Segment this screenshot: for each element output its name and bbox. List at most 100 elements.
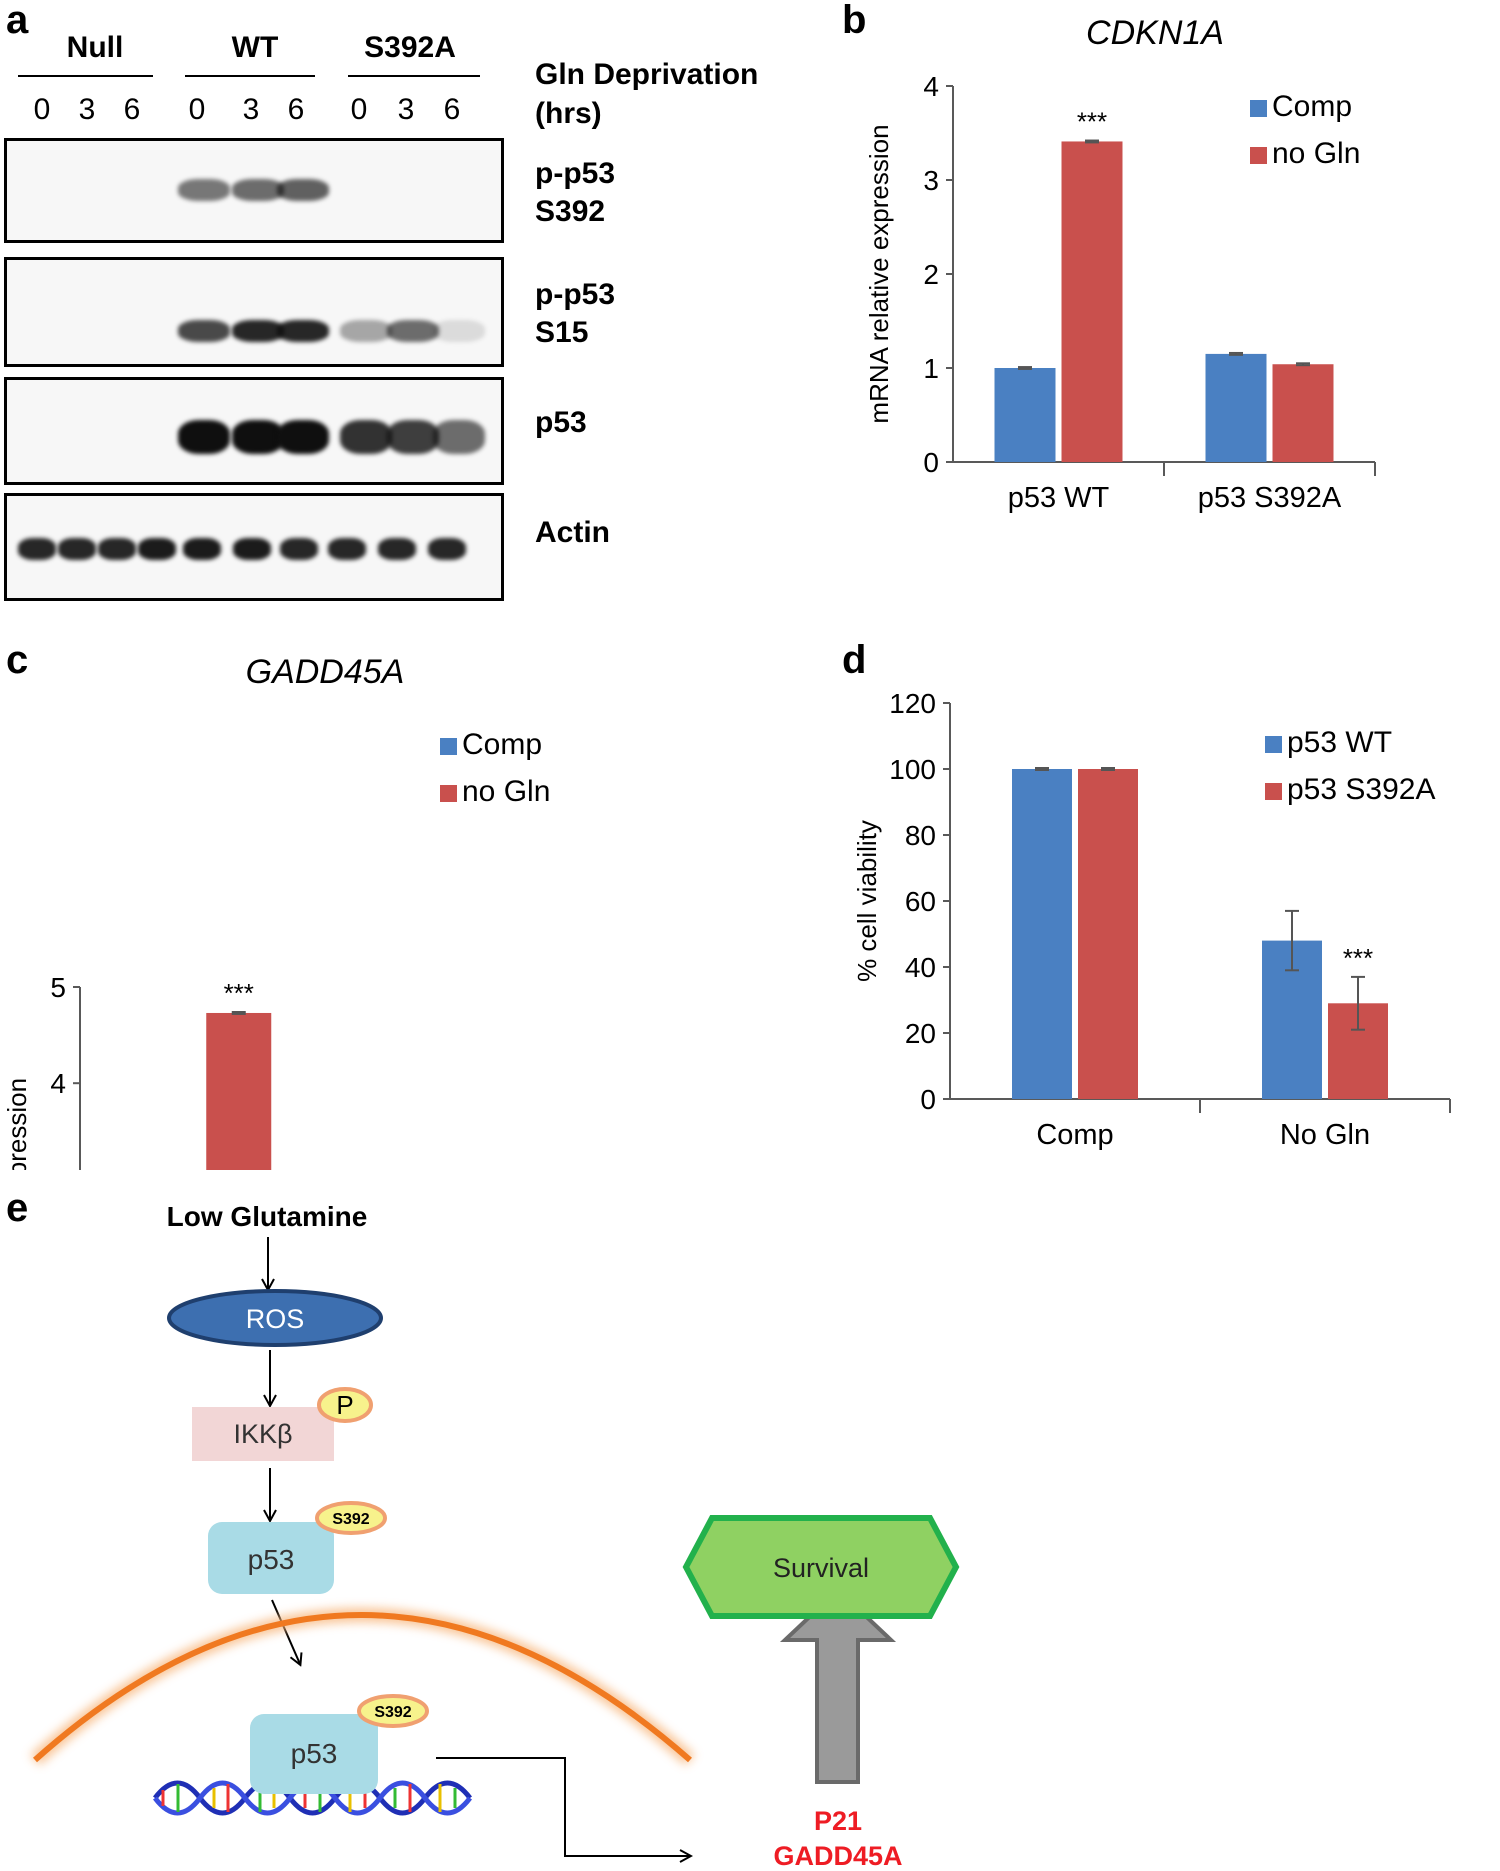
legend-label: no Gln [462, 775, 550, 808]
blot-label-line1: p-p53 [535, 157, 616, 190]
blot-band [178, 320, 230, 342]
y-tick-label: 5 [50, 972, 66, 1003]
condition-label: Gln Deprivation [535, 58, 759, 91]
blot-band [387, 320, 439, 342]
blot-band [18, 538, 56, 560]
blot-label-line1: p-p53 [535, 278, 616, 311]
bar [1061, 141, 1123, 462]
legend-label: p53 WT [1287, 726, 1392, 759]
x-tick-label: p53 WT [1008, 482, 1110, 514]
ikk-label: IKKβ [233, 1419, 292, 1449]
blot-label-p-p53-s392: p-p53 S392 [535, 155, 615, 231]
legend-swatch [440, 785, 457, 802]
blot-band [183, 538, 221, 560]
blot-band [232, 179, 284, 201]
group-label-wt: WT [231, 31, 279, 64]
ikk-node [192, 1407, 334, 1461]
blot-p-p53-s392 [4, 138, 504, 243]
blot-band [428, 538, 466, 560]
s392-badge [315, 1501, 387, 1535]
legend-label: no Gln [1272, 137, 1360, 170]
lane-number: 6 [443, 93, 461, 126]
lane-number: 6 [123, 93, 141, 126]
chart-gadd45a: GADD45AmRNA relative expression012345p53… [2, 653, 550, 1170]
stimulus-label: Low Glutamine [167, 1201, 368, 1232]
y-tick-label: 0 [920, 1084, 936, 1115]
legend-label: Comp [1272, 90, 1352, 123]
lane-number: 3 [78, 93, 96, 126]
group-line-null [18, 75, 153, 77]
y-tick-label: 40 [905, 952, 936, 983]
blot-band [277, 179, 329, 201]
blot-band [433, 320, 485, 342]
legend-swatch [1250, 147, 1267, 164]
nuclear-membrane [33, 1612, 692, 1763]
blot-band [178, 420, 230, 454]
blot-label-p-p53-s15: p-p53 S15 [535, 276, 615, 352]
y-axis-label: % cell viability [852, 820, 882, 982]
arrow-p53-to-targets [436, 1757, 690, 1856]
y-tick-label: 3 [923, 165, 939, 196]
chart-title: CDKN1A [1086, 14, 1224, 52]
blot-band [378, 538, 416, 560]
group-label-null: Null [66, 31, 124, 64]
legend-label: Comp [462, 728, 542, 761]
y-axis-label: mRNA relative expression [864, 124, 894, 423]
ros-label: ROS [246, 1304, 305, 1334]
bar [1012, 769, 1072, 1099]
lane-number: 6 [287, 93, 305, 126]
blot-band [340, 420, 392, 454]
y-tick-label: 120 [889, 688, 936, 719]
x-tick-label: p53 S392A [1198, 482, 1342, 514]
x-tick-label: No Gln [1280, 1119, 1370, 1151]
blot-band [232, 320, 284, 342]
ros-node [167, 1289, 383, 1347]
lane-number: 0 [188, 93, 206, 126]
y-tick-label: 3 [50, 1164, 66, 1170]
y-tick-label: 0 [923, 447, 939, 478]
p53-cytoplasm-node [208, 1522, 334, 1594]
blot-band [277, 420, 329, 454]
legend-swatch [1265, 736, 1282, 753]
blot-band [98, 538, 136, 560]
legend-label: p53 S392A [1287, 773, 1435, 806]
blot-band [58, 538, 96, 560]
y-tick-label: 100 [889, 754, 936, 785]
legend-swatch [440, 738, 457, 755]
p53-nucleus-label: p53 [291, 1738, 338, 1769]
bar [1205, 353, 1267, 462]
group-line-wt [185, 75, 315, 77]
pathway-diagram: Low Glutamine ROS IKKβ P p53 S392 [30, 1201, 960, 1871]
s392-badge-label: S392 [332, 1511, 369, 1528]
condition-unit-label: (hrs) [535, 97, 602, 130]
y-tick-label: 1 [923, 353, 939, 384]
panel-b-label: b [842, 0, 867, 42]
survival-node [682, 1515, 960, 1619]
blot-band [280, 538, 318, 560]
survival-label: Survival [773, 1553, 869, 1583]
significance-annotation: *** [224, 978, 254, 1008]
x-tick-label: Comp [1036, 1119, 1113, 1151]
lane-number: 0 [350, 93, 368, 126]
blot-band [233, 538, 271, 560]
p53-nucleus-node [250, 1714, 378, 1794]
blot-band [232, 420, 284, 454]
group-label-s392a: S392A [364, 31, 456, 64]
lane-number: 3 [242, 93, 260, 126]
y-axis-label: mRNA relative expression [2, 1078, 32, 1170]
blot-p-p53-s15 [4, 257, 504, 367]
blot-label-line2: S15 [535, 316, 589, 349]
blot-band [328, 538, 366, 560]
arrow-p53-to-nucleus [271, 1599, 300, 1664]
lane-number: 0 [33, 93, 51, 126]
target-p21: P21 [814, 1806, 862, 1836]
s392-nucleus-badge [357, 1694, 429, 1728]
bar [1272, 364, 1334, 462]
blot-band [138, 538, 176, 560]
y-tick-label: 4 [923, 71, 939, 102]
panel-a-label: a [6, 0, 29, 42]
blot-label-p53: p53 [535, 406, 587, 439]
significance-annotation: *** [1343, 943, 1373, 973]
